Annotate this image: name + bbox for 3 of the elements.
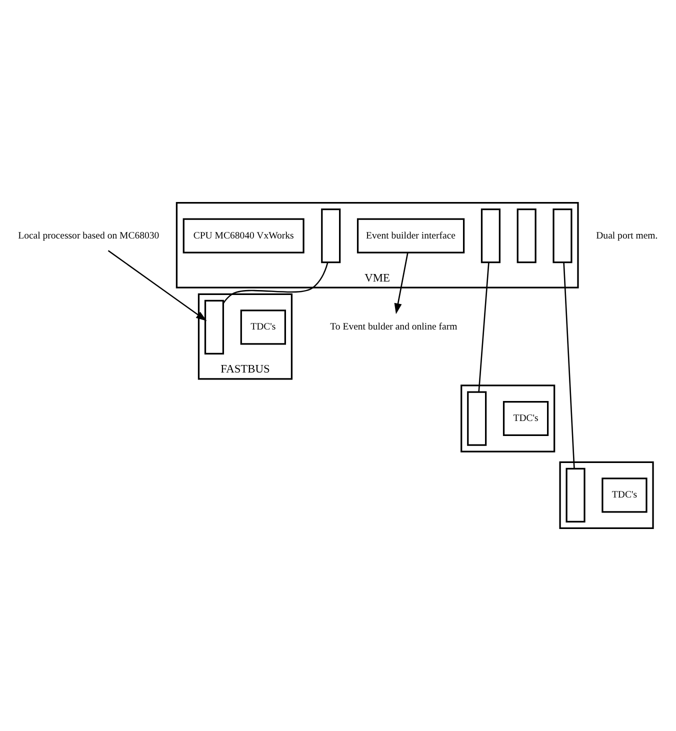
label: Dual port mem. <box>596 230 658 242</box>
node-text: To Event bulder and online farm <box>330 322 458 333</box>
node-text: Local processor based on MC68030 <box>18 230 160 242</box>
